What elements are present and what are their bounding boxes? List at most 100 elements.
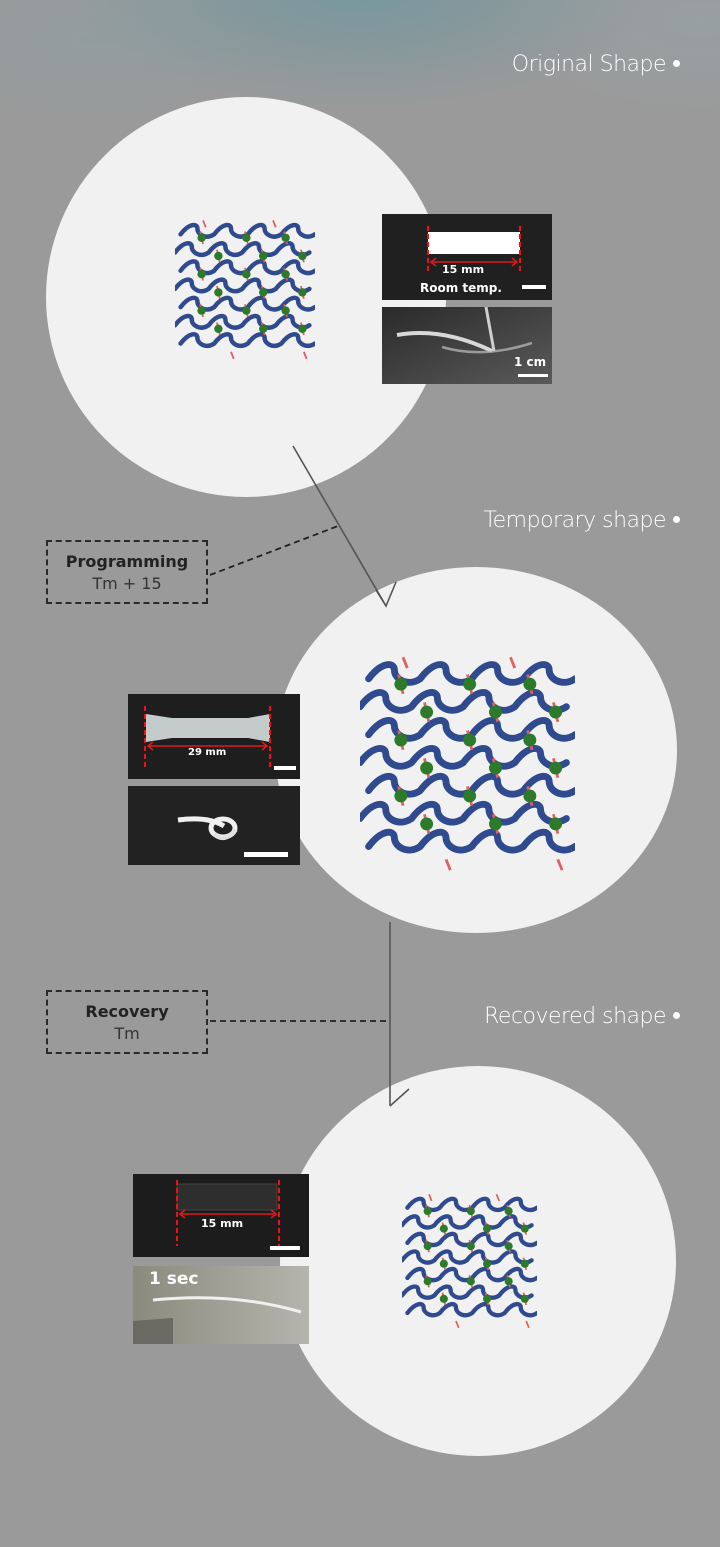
polymer-chain	[365, 828, 575, 854]
dashed-leader-programming	[209, 525, 339, 576]
recovery-temperature: Tm	[114, 1024, 140, 1043]
stage-label-temporary: Temporary shape	[483, 508, 680, 533]
crosslink-node	[394, 789, 408, 803]
photo-original-strip: 15 mm Room temp.	[382, 214, 552, 300]
polymer-chain	[402, 1284, 534, 1300]
stage-label-original: Original Shape	[512, 52, 680, 77]
polymer-chain	[178, 332, 315, 349]
photo-temporary-curled	[128, 786, 300, 865]
bullet-dot	[673, 1011, 680, 1019]
crosslink-node	[197, 233, 206, 242]
crosslink-node	[439, 1259, 448, 1268]
crosslink-node	[463, 677, 477, 691]
crosslink-node	[298, 324, 307, 333]
crosslink-node	[420, 705, 434, 719]
crosslink-node	[489, 705, 502, 719]
crosslink-node	[549, 817, 563, 831]
crosslink-node	[504, 1277, 513, 1286]
polymer-chain	[175, 241, 312, 258]
time-label: 1 sec	[149, 1269, 199, 1289]
crosslink-node	[549, 705, 563, 719]
crosslink-node	[504, 1207, 513, 1216]
crosslink-node	[214, 251, 223, 261]
network-recovered	[402, 1193, 537, 1329]
crosslink-node	[281, 233, 290, 242]
crosslink-node	[504, 1242, 513, 1251]
crosslink-node	[463, 789, 477, 803]
polymer-chain	[360, 689, 570, 714]
chain-end-tick	[455, 1320, 460, 1329]
crosslink-node	[483, 1224, 492, 1233]
programming-box: Programming Tm + 15	[46, 540, 208, 604]
crosslink-node	[439, 1224, 448, 1233]
polymer-chain	[402, 1214, 534, 1230]
crosslink-node	[523, 677, 537, 691]
chain-end-tick	[272, 219, 277, 228]
crosslink-node	[489, 761, 502, 775]
crosslink-node	[466, 1242, 475, 1251]
crosslink-node	[259, 288, 268, 297]
crosslink-node	[549, 761, 563, 775]
crosslink-node	[394, 677, 408, 691]
polymer-chain	[402, 1249, 534, 1265]
polymer-chain	[175, 277, 312, 294]
crosslink-node	[298, 251, 307, 261]
chain-end-tick	[401, 656, 409, 669]
crosslink-node	[483, 1294, 492, 1303]
chain-end-tick	[444, 858, 452, 871]
photo-recovered-time: 1 sec	[133, 1266, 309, 1344]
crosslink-node	[520, 1224, 529, 1233]
crosslink-node	[423, 1207, 432, 1216]
crosslink-node	[420, 761, 434, 775]
stage-label-recovered: Recovered shape	[484, 1004, 680, 1029]
crosslink-node	[423, 1277, 432, 1286]
bullet-dot	[673, 59, 680, 67]
scale-label: 1 cm	[514, 355, 547, 369]
photo-temporary-strip: 29 mm	[128, 694, 300, 779]
measure-label: 29 mm	[188, 747, 227, 758]
crosslink-node	[489, 817, 502, 831]
crosslink-node	[214, 288, 223, 297]
chain-end-tick	[556, 858, 564, 871]
crosslink-node	[281, 306, 290, 315]
chain-end-tick	[302, 351, 308, 360]
polymer-network	[360, 656, 575, 871]
crosslink-node	[523, 733, 537, 747]
polymer-chain	[360, 800, 570, 826]
crosslink-node	[466, 1207, 475, 1216]
photo-original-side: 1 cm	[382, 307, 552, 384]
crosslink-node	[463, 733, 477, 747]
photo-recovered-strip: 15 mm	[133, 1174, 309, 1257]
programming-title: Programming	[65, 552, 189, 571]
polymer-chain	[360, 745, 570, 770]
condition-label: Room temp.	[420, 281, 502, 295]
chain-end-tick	[230, 351, 235, 360]
programming-temperature: Tm + 15	[92, 574, 162, 593]
recovery-title: Recovery	[85, 1002, 169, 1021]
chain-end-tick	[509, 656, 517, 669]
crosslink-node	[214, 324, 223, 333]
original-shape-circle	[46, 97, 446, 497]
crosslink-node	[298, 288, 307, 297]
measure-label: 15 mm	[201, 1217, 244, 1230]
crosslink-node	[420, 817, 434, 831]
crosslink-node	[439, 1294, 448, 1303]
crosslink-node	[259, 324, 268, 333]
crosslink-node	[242, 233, 251, 242]
crosslink-node	[259, 251, 268, 261]
crosslink-node	[242, 306, 251, 315]
chain-end-tick	[525, 1320, 530, 1329]
crosslink-node	[483, 1259, 492, 1268]
polymer-chain	[175, 313, 312, 330]
network-original	[175, 219, 315, 360]
recovered-shape-circle	[280, 1066, 676, 1456]
crosslink-node	[423, 1242, 432, 1251]
polymer-network	[402, 1193, 537, 1329]
chain-end-tick	[495, 1193, 501, 1202]
polymer-network	[175, 219, 315, 360]
crosslink-node	[466, 1277, 475, 1286]
crosslink-node	[394, 733, 408, 747]
recovery-box: Recovery Tm	[46, 990, 208, 1054]
crosslink-node	[242, 270, 251, 279]
crosslink-node	[520, 1259, 529, 1268]
